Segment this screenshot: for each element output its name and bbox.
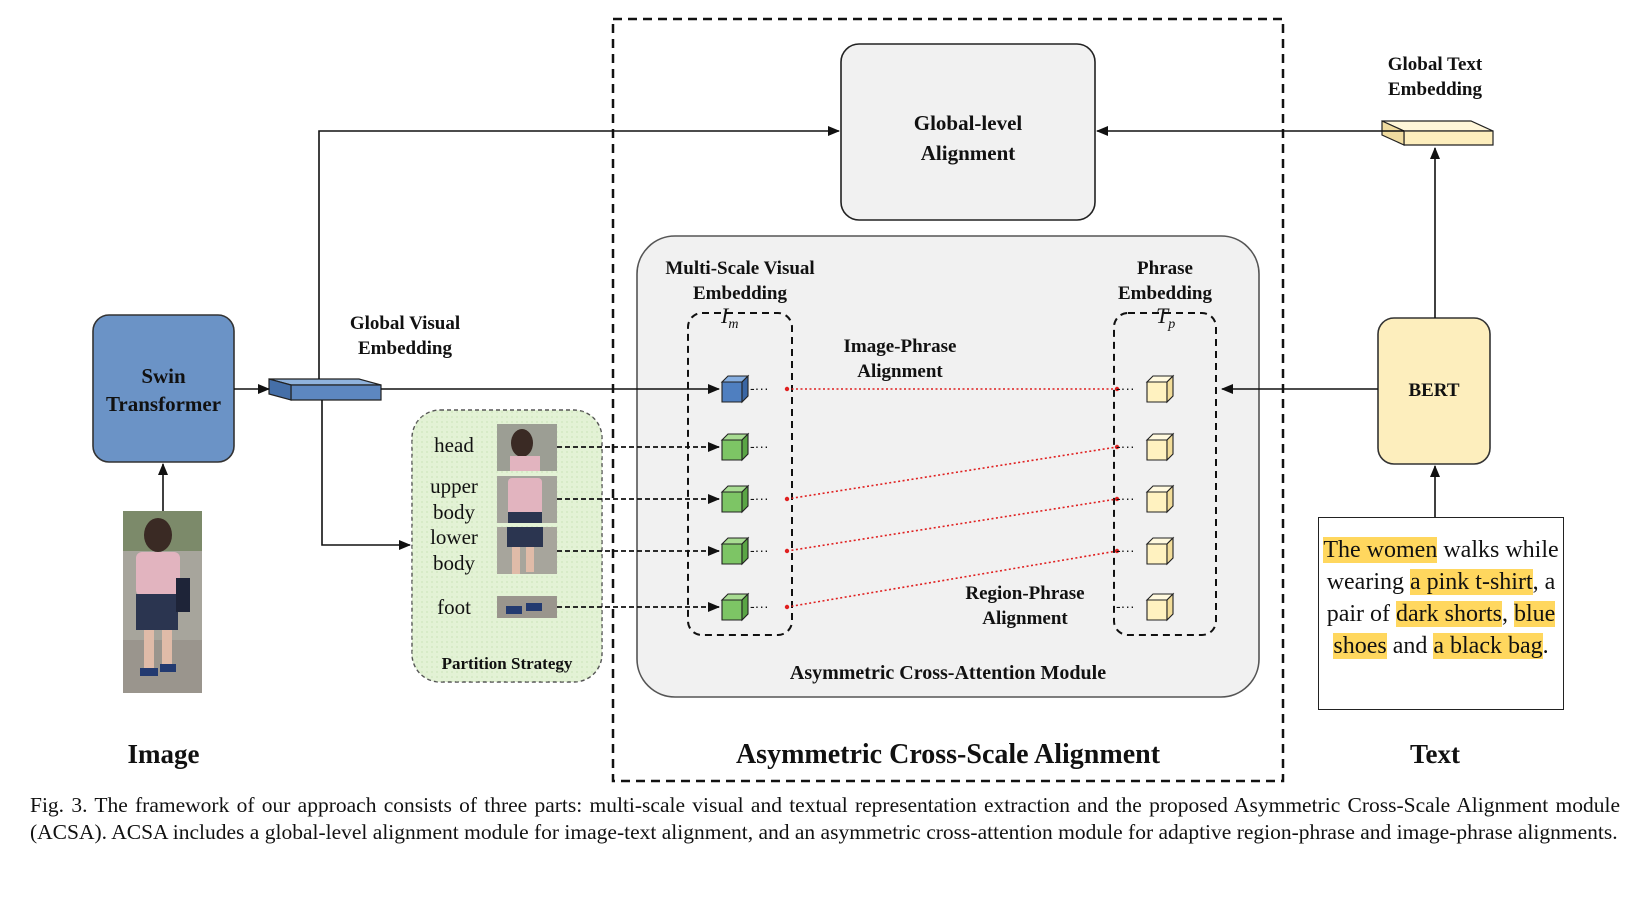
bert-label: BERT xyxy=(1408,380,1460,401)
highlighted-phrase: The women xyxy=(1323,537,1438,563)
region-visual-cube xyxy=(720,592,750,622)
part-label-foot: foot xyxy=(437,595,471,619)
global-visual-embedding-label: Global Visual Embedding xyxy=(349,313,461,359)
swin-transformer-label: Swin Transformer xyxy=(105,364,222,416)
partition-arrows xyxy=(557,442,720,612)
tp-column xyxy=(1113,312,1217,636)
text-segment: and xyxy=(1386,633,1434,659)
part-label-lower-body: lower body xyxy=(430,525,478,575)
visual-dot-leader: -··· xyxy=(750,490,769,506)
image-phrase-alignment-label: Image-Phrase Alignment xyxy=(843,336,957,382)
phrase-cube xyxy=(1145,536,1175,566)
foot-thumbnail xyxy=(497,596,557,618)
global-text-embedding-slab xyxy=(1381,120,1494,146)
global-text-embedding-label: Global Text Embedding xyxy=(1387,54,1483,100)
global-alignment-label: Global-level Alignment xyxy=(913,111,1023,165)
phrase-cube xyxy=(1145,374,1175,404)
person-image xyxy=(123,511,202,693)
text-segment: , xyxy=(1501,601,1514,627)
text-title: Text xyxy=(1409,739,1460,769)
visual-dot-leader: -··· xyxy=(750,542,769,558)
global-visual-cube xyxy=(720,374,750,404)
multi-scale-label: Multi-Scale Visual Embedding xyxy=(665,258,815,304)
dot-leaders: -··· -··· -··· -··· -··· -··· -··· -··· -··· -··· xyxy=(750,380,1135,614)
highlighted-phrase: a black bag xyxy=(1433,633,1543,659)
global-alignment-box xyxy=(840,43,1096,221)
phrase-dot-leader: -··· xyxy=(1116,380,1135,396)
global-visual-embedding-slab xyxy=(268,378,382,401)
region-visual-cube xyxy=(720,432,750,462)
phrase-cube xyxy=(1145,592,1175,622)
visual-dot-leader: -··· xyxy=(750,438,769,454)
text-input-box: The women walks while wearing a pink t-s… xyxy=(1318,517,1564,710)
bert-box xyxy=(1377,317,1491,465)
cross-attention-module-label: Asymmetric Cross-Attention Module xyxy=(789,662,1107,684)
partition-strategy-label: Partition Strategy xyxy=(441,654,573,673)
phrase-dot-leader: -··· xyxy=(1116,598,1135,614)
lower-body-thumbnail xyxy=(497,527,557,574)
region-phrase-alignment-label: Region-Phrase Alignment xyxy=(965,583,1085,629)
highlighted-phrase: a pink t-shirt xyxy=(1409,569,1533,595)
phrase-cubes xyxy=(1145,374,1175,622)
tp-symbol: Tp xyxy=(1156,303,1175,332)
phrase-dot-leader: -··· xyxy=(1116,542,1135,558)
head-thumbnail xyxy=(497,424,557,471)
im-column xyxy=(687,312,793,636)
arrows xyxy=(158,126,1440,550)
visual-dot-leader: -··· xyxy=(750,380,769,396)
phrase-dot-leader: -··· xyxy=(1116,438,1135,454)
part-label-upper-body: upper body xyxy=(430,474,478,524)
highlighted-phrase: dark shorts xyxy=(1396,601,1502,627)
text-segment: walks while wearing xyxy=(1326,537,1559,595)
im-symbol: Im xyxy=(720,303,738,332)
region-visual-cube xyxy=(720,536,750,566)
region-visual-cube xyxy=(720,484,750,514)
visual-cubes xyxy=(720,374,750,622)
phrase-cube xyxy=(1145,484,1175,514)
visual-dot-leader: -··· xyxy=(750,598,769,614)
phrase-embedding-label: Phrase Embedding xyxy=(1118,258,1212,304)
figure-caption: Fig. 3. The framework of our approach co… xyxy=(30,793,1620,844)
phrase-cube xyxy=(1145,432,1175,462)
text-segment: , a pair of xyxy=(1326,569,1556,627)
upper-body-thumbnail xyxy=(497,476,557,523)
alignment-lines xyxy=(786,388,1118,608)
phrase-dot-leader: -··· xyxy=(1116,490,1135,506)
text-paragraph: The women walks while wearing a pink t-s… xyxy=(1321,534,1561,662)
text-segment: . xyxy=(1542,633,1549,659)
acsa-outer-box xyxy=(611,17,1285,783)
acsa-title: Asymmetric Cross-Scale Alignment xyxy=(735,739,1161,770)
part-label-head: head xyxy=(434,433,474,457)
image-title: Image xyxy=(127,739,200,769)
